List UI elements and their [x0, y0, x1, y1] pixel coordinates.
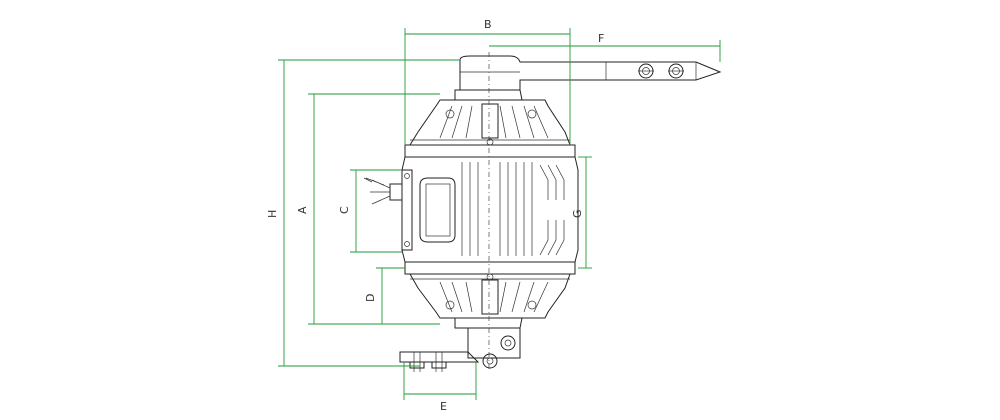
dimension-labels: B F H A C G D E: [266, 18, 604, 413]
dim-label-d: D: [364, 294, 377, 302]
top-lever-arm: [459, 55, 722, 91]
dim-label-a: A: [296, 206, 309, 214]
upper-band: [404, 144, 576, 158]
upper-ribbed-flange: [409, 99, 571, 146]
top-cap: [454, 89, 523, 101]
dim-label-f: F: [598, 32, 604, 45]
main-body-housing: [401, 156, 579, 263]
arm-bolt-right: [668, 63, 684, 79]
arm-bolt-left: [638, 63, 654, 79]
dim-label-h: H: [266, 210, 279, 218]
dim-label-c: C: [338, 206, 351, 214]
dim-label-g: G: [571, 209, 584, 218]
dimension-lines: [278, 28, 721, 400]
bottom-cap: [454, 317, 523, 329]
cable-gland: [363, 177, 403, 205]
terminal-box: [419, 177, 456, 243]
bottom-mount-bracket: [399, 327, 521, 372]
dim-label-e: E: [440, 400, 447, 413]
left-cable-plate: [401, 169, 413, 251]
lower-ribbed-flange: [409, 273, 571, 319]
dim-label-b: B: [484, 18, 492, 31]
lower-band: [404, 261, 576, 275]
